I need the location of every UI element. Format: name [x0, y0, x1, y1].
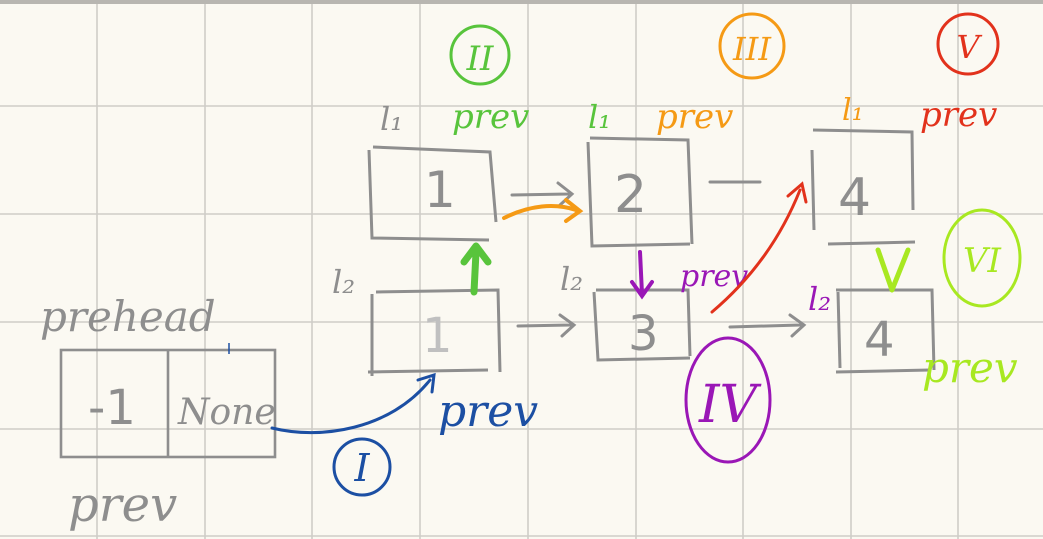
step3-pointer-prev: prev: [656, 97, 733, 137]
list2-node-2-value: 3: [628, 306, 659, 362]
list1-node-2: [586, 136, 694, 248]
list2-node-3-value: 4: [864, 312, 895, 368]
step1-numeral: I: [353, 446, 370, 490]
list2-node-3: [835, 288, 936, 374]
list2-node-1: [367, 288, 502, 376]
prehead-next-none: None: [177, 392, 276, 433]
list1-node-1: [367, 145, 498, 242]
step2-numeral: II: [466, 39, 494, 79]
step6-numeral: VI: [963, 241, 1002, 281]
step2-circle: [449, 24, 511, 86]
list2-node-2: [592, 288, 692, 362]
step4-arrow: [630, 250, 654, 300]
step5-pointer-prev: prev: [920, 95, 997, 135]
step1-pointer-prev: prev: [438, 386, 538, 437]
step4-circle: [684, 336, 772, 464]
list2-arrow-2: [728, 313, 807, 338]
top-border: [0, 0, 1043, 4]
list2-label-c: l₂: [808, 280, 831, 318]
list1-node-2-value: 2: [614, 165, 647, 225]
list1-node-3: [810, 128, 916, 246]
step3-arrow: [502, 198, 584, 223]
list1-arrow-1: [510, 181, 575, 207]
step1-circle: [332, 437, 392, 497]
list1-node-3-value: 4: [838, 168, 871, 228]
list2-arrow-1: [516, 313, 577, 338]
prehead-label: prehead: [40, 292, 216, 341]
list2-label-a: l₂: [332, 263, 355, 301]
step2-pointer-prev: prev: [452, 97, 529, 137]
list2-node-1-value: 1: [422, 308, 453, 364]
step3-numeral: III: [732, 30, 772, 68]
step5-circle: [936, 12, 1000, 76]
step6-circle: [942, 208, 1022, 308]
step6-pointer-prev: prev: [922, 343, 1018, 392]
prehead-value: -1: [88, 380, 136, 436]
prehead-pointer-prev: prev: [68, 477, 177, 533]
step4-numeral: IV: [698, 375, 762, 435]
list1-label-b: l₁: [588, 98, 611, 136]
step5-arrow: [710, 181, 808, 314]
step3-circle: [718, 12, 786, 80]
list1-node-1-value: 1: [424, 161, 456, 219]
step6-arrow: [875, 247, 911, 293]
step1-arrow: [270, 372, 436, 435]
list1-label-c: l₁: [842, 93, 864, 128]
step5-numeral: V: [956, 28, 982, 66]
step2-arrow: [460, 242, 492, 296]
list2-label-b: l₂: [560, 260, 583, 298]
prehead-node: [59, 348, 277, 459]
list1-label-a: l₁: [380, 100, 403, 138]
